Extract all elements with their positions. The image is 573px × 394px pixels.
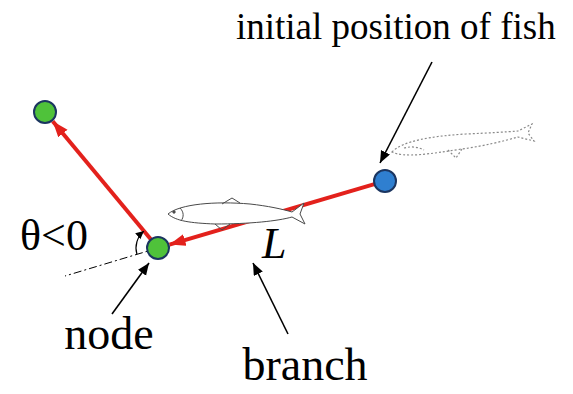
fish-gill [404,147,424,150]
leader-arrow [380,62,432,163]
fish-fin [222,198,240,204]
angle-label: θ<0 [20,214,88,258]
callout-label: initial position of fish [236,8,556,45]
fish-outline [168,203,305,224]
callout-label: node [64,311,153,357]
start-dot [374,170,396,192]
leader-arrow [112,263,149,314]
angle-arc [136,231,144,254]
fish-outline [392,124,534,155]
fish-fin [448,149,462,158]
leader-arrow [253,263,288,334]
callout-label: branch [242,342,367,388]
fish-initial [392,124,534,158]
length-label: L [262,222,286,266]
fish-gill [180,208,183,221]
node-dot [147,237,169,259]
node-dot [34,101,56,123]
fish-eye [173,211,175,213]
fish-fin [215,224,230,230]
